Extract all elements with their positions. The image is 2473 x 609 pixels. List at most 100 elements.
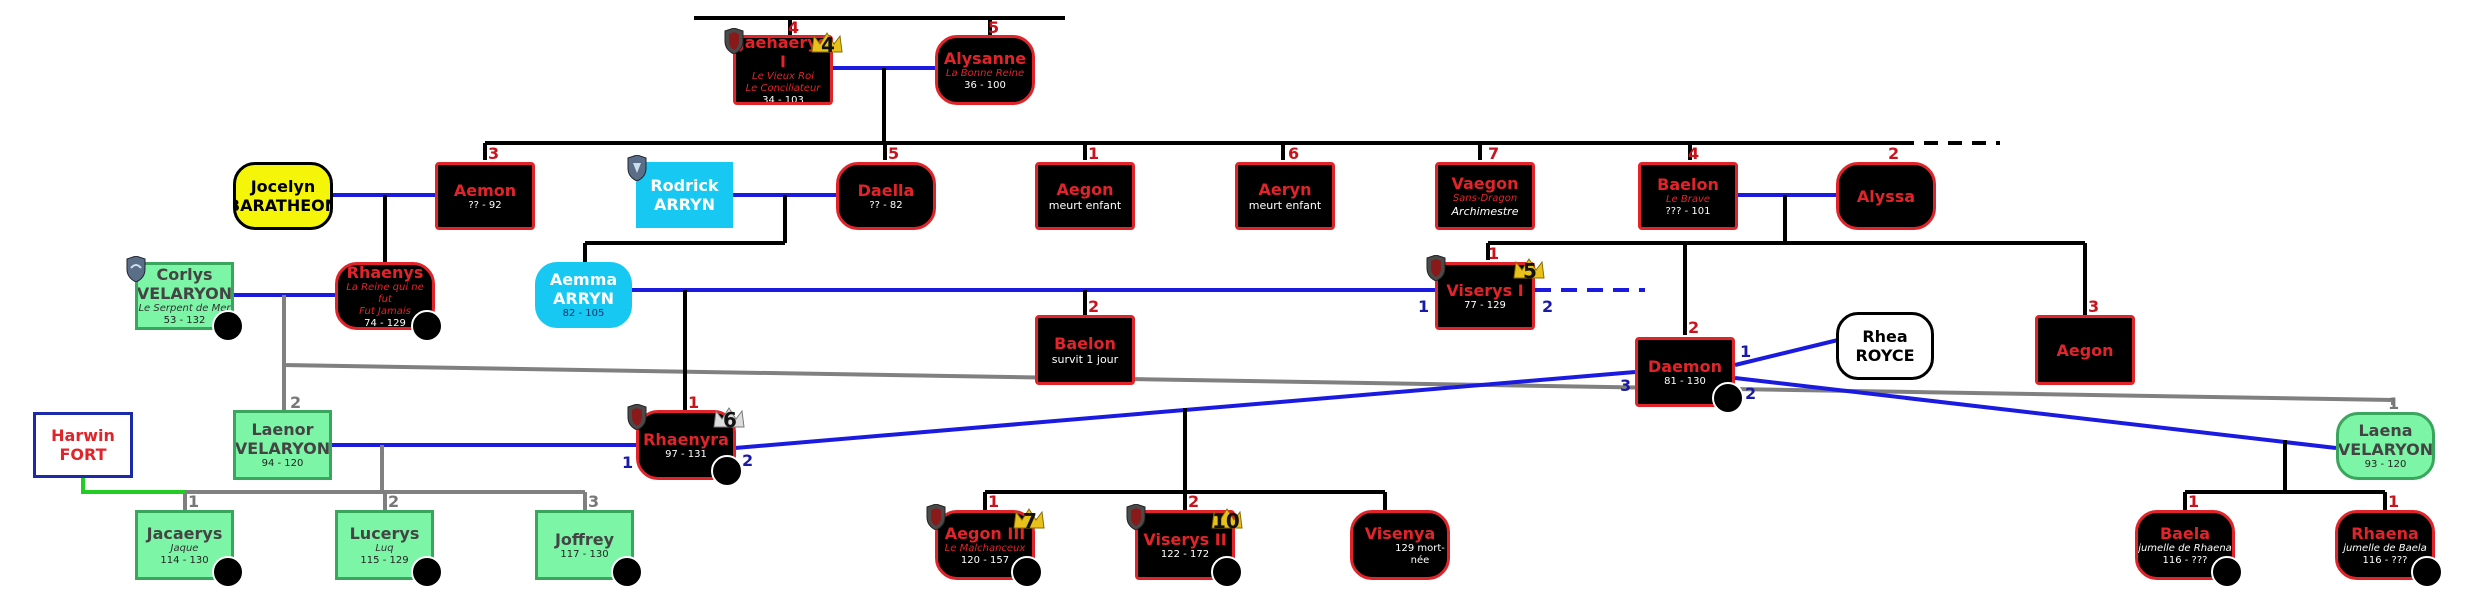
- person-years: ?? - 92: [468, 199, 502, 211]
- marriage-order-label: 1: [622, 453, 634, 472]
- person-jocelyn-baratheon[interactable]: Jocelyn BARATHEON: [233, 162, 333, 230]
- person-epithet-2: Fut Jamais: [359, 305, 411, 317]
- person-aeryn[interactable]: Aeryn meurt enfant: [1235, 162, 1335, 230]
- person-name: Rhaenys: [346, 262, 424, 282]
- marriage-order-label: 1: [1418, 297, 1430, 316]
- birth-order-label: 5: [888, 144, 900, 163]
- person-alysanne[interactable]: Alysanne La Bonne Reine 36 - 100: [935, 35, 1035, 105]
- dragon-disc-icon: [1712, 382, 1744, 414]
- person-baelon[interactable]: Baelon Le Brave ??? - 101: [1638, 162, 1738, 230]
- person-house-name: VELARYON: [2337, 440, 2434, 459]
- person-given-name: Rodrick: [650, 176, 719, 195]
- person-name: Rhaena: [2351, 523, 2419, 543]
- person-name: Aegon: [2056, 340, 2114, 360]
- person-house-name: VELARYON: [136, 284, 233, 303]
- person-baela[interactable]: Baela jumelle de Rhaena 116 - ???: [2135, 510, 2235, 580]
- person-nickname: Luq: [375, 542, 394, 554]
- birth-order-label: 5: [988, 18, 1000, 37]
- marriage-order-label: 3: [1620, 376, 1632, 395]
- person-house-name: ARRYN: [653, 195, 716, 214]
- person-years: ?? - 82: [869, 199, 903, 211]
- person-aemma-arryn[interactable]: Aemma ARRYN 82 - 105: [535, 262, 632, 328]
- dragon-disc-icon: [1211, 556, 1243, 588]
- birth-order-label: 7: [1488, 144, 1500, 163]
- person-note: survit 1 jour: [1051, 353, 1119, 366]
- shield-icon: [1426, 255, 1446, 281]
- person-years: 129 mort-née: [1395, 542, 1445, 566]
- birth-order-label: 2: [388, 492, 400, 511]
- person-years: 77 - 129: [1464, 299, 1506, 311]
- person-name: Alysanne: [943, 48, 1027, 68]
- person-name: Baelon: [1657, 174, 1719, 194]
- person-laena-velaryon[interactable]: Laena VELARYON 93 - 120: [2336, 412, 2435, 480]
- person-given-name: Corlys: [156, 265, 213, 284]
- birth-order-label: 2: [1088, 297, 1100, 316]
- person-name: Joffrey: [554, 529, 615, 549]
- person-years: 36 - 100: [964, 79, 1006, 91]
- person-harwin-strong[interactable]: Harwin FORT: [33, 412, 133, 478]
- marriage-order-label: 2: [1542, 297, 1554, 316]
- person-viserys-ii[interactable]: Viserys II 122 - 172: [1135, 510, 1235, 580]
- person-years: 120 - 157: [960, 554, 1010, 566]
- person-given-name: Harwin: [51, 426, 115, 445]
- birth-order-label: 2: [1888, 144, 1900, 163]
- person-aegon-infant[interactable]: Aegon meurt enfant: [1035, 162, 1135, 230]
- shield-icon: [126, 256, 146, 282]
- person-rhea-royce[interactable]: Rhea ROYCE: [1836, 312, 1934, 380]
- person-years: 122 - 172: [1160, 548, 1210, 560]
- person-nickname: Jaque: [170, 542, 199, 554]
- person-visenya[interactable]: Visenya 129 mort-née: [1350, 510, 1450, 580]
- reign-number: 4: [821, 33, 835, 57]
- birth-order-label: 1: [2188, 492, 2200, 511]
- dragon-disc-icon: [212, 310, 244, 342]
- dragon-disc-icon: [411, 310, 443, 342]
- person-name: Jacaerys: [146, 523, 223, 543]
- crown-icon: [1513, 258, 1545, 279]
- person-note: meurt enfant: [1048, 199, 1122, 212]
- person-house-name: ARRYN: [552, 289, 615, 308]
- person-years: 34 - 103: [762, 95, 804, 105]
- dragon-disc-icon: [2211, 556, 2243, 588]
- person-years: 114 - 130: [160, 554, 209, 566]
- person-laenor-velaryon[interactable]: Laenor VELARYON 94 - 120: [233, 410, 332, 480]
- marriage-order-label: 2: [1745, 384, 1757, 403]
- person-years: 93 - 120: [2364, 459, 2407, 470]
- birth-order-label: 2: [290, 393, 302, 412]
- person-vaegon[interactable]: Vaegon Sans-Dragon Archimestre: [1435, 162, 1535, 230]
- person-years: 117 - 130: [560, 548, 609, 560]
- shield-icon: [627, 404, 647, 430]
- dragon-disc-icon: [411, 556, 443, 588]
- marriage-order-label: 2: [742, 451, 754, 470]
- birth-order-label: 1: [188, 492, 200, 511]
- crown-icon: [1211, 508, 1243, 529]
- person-rodrick-arryn[interactable]: Rodrick ARRYN: [636, 162, 733, 228]
- birth-order-label: 3: [488, 144, 500, 163]
- dragon-disc-icon: [1011, 556, 1043, 588]
- person-name: Aemon: [453, 180, 517, 200]
- person-years: 53 - 132: [163, 315, 206, 326]
- person-alyssa[interactable]: Alyssa: [1836, 162, 1936, 230]
- person-name: Vaegon: [1451, 174, 1519, 193]
- person-name: Aegon III: [944, 523, 1026, 543]
- birth-order-label: 1: [2388, 394, 2400, 413]
- person-house-name: FORT: [59, 445, 107, 464]
- person-daella[interactable]: Daella ?? - 82: [836, 162, 936, 230]
- person-given-name: Aemma: [549, 270, 618, 289]
- person-aegon-third-son[interactable]: Aegon: [2035, 315, 2135, 385]
- person-baelon-infant[interactable]: Baelon survit 1 jour: [1035, 315, 1135, 385]
- reign-number: 6: [723, 408, 737, 432]
- person-name: Viserys I: [1446, 280, 1524, 300]
- person-epithet-2: Le Conciliateur: [745, 83, 821, 94]
- person-aemon[interactable]: Aemon ?? - 92: [435, 162, 535, 230]
- person-given-name: Jocelyn: [250, 177, 316, 196]
- dragon-disc-icon: [611, 556, 643, 588]
- person-name: Lucerys: [349, 523, 420, 543]
- person-epithet: Le Vieux Roi: [752, 71, 814, 82]
- person-epithet: Le Malchanceux: [944, 542, 1026, 554]
- reign-number: 5: [1523, 259, 1537, 283]
- person-epithet: Le Serpent de Mer: [138, 303, 231, 314]
- person-name: Visenya: [1364, 523, 1436, 543]
- dragon-disc-icon: [212, 556, 244, 588]
- person-given-name: Rhea: [1862, 327, 1908, 346]
